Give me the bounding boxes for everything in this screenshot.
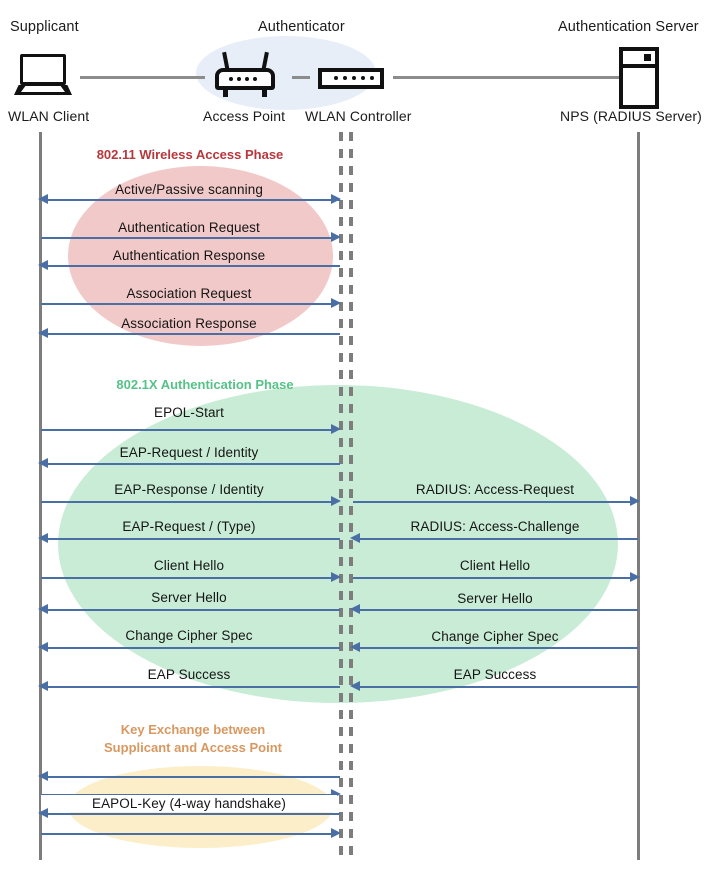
arrow-head-left-icon (38, 458, 48, 468)
arrow-head-right-icon (331, 496, 341, 506)
arrow-head-left-icon (38, 533, 48, 543)
message-line (41, 237, 335, 239)
message-label: EPOL-Start (153, 405, 225, 420)
arrow-head-left-icon (350, 681, 360, 691)
message-line (353, 577, 633, 579)
message-line (46, 776, 340, 778)
arrow-head-left-icon (38, 194, 48, 204)
arrow-head-right-icon (331, 572, 341, 582)
arrow-head-left-icon (38, 771, 48, 781)
actor-name-access-point: Access Point (203, 108, 286, 124)
message-line (46, 333, 340, 335)
arrow-head-right-icon (331, 298, 341, 308)
lifeline-wlan-controller (349, 132, 353, 860)
message-line (46, 647, 340, 649)
message-label: Server Hello (151, 590, 227, 605)
message-label: RADIUS: Access-Request (415, 482, 575, 497)
arrow-head-left-icon (38, 260, 48, 270)
arrow-head-right-icon (331, 424, 341, 434)
arrow-head-left-icon (350, 604, 360, 614)
arrow-head-left-icon (38, 808, 48, 818)
message-line (358, 686, 638, 688)
message-label: Client Hello (459, 558, 531, 573)
wire-ap-to-controller (292, 76, 310, 79)
message-label: EAP-Request / (Type) (122, 519, 256, 534)
message-label: Change Cipher Spec (431, 629, 559, 644)
phase-blob-8021x (58, 385, 618, 703)
wire-client-to-ap (80, 76, 205, 79)
actor-role-authentication-server: Authentication Server (558, 19, 699, 35)
lifeline-supplicant (39, 132, 42, 860)
message-label: Association Request (126, 286, 252, 301)
arrow-head-left-icon (38, 642, 48, 652)
message-line (358, 538, 638, 540)
arrow-head-right-icon (630, 572, 640, 582)
arrow-head-right-icon (331, 194, 341, 204)
laptop-icon (14, 54, 72, 96)
message-label: Authentication Request (118, 220, 260, 235)
message-line (358, 609, 638, 611)
arrow-head-right-icon (331, 232, 341, 242)
server-icon (619, 47, 659, 109)
message-line (41, 429, 335, 431)
arrow-head-right-icon (630, 496, 640, 506)
message-line (41, 833, 335, 835)
message-label: EAP-Request / Identity (119, 445, 259, 460)
message-label: EAP Success (453, 667, 537, 682)
wire-controller-to-server (393, 76, 620, 79)
actor-name-wlan-client: WLAN Client (8, 108, 90, 124)
arrow-head-left-icon (350, 642, 360, 652)
arrow-head-left-icon (38, 328, 48, 338)
phase-label-80211: 802.11 Wireless Access Phase (96, 147, 284, 162)
arrow-head-left-icon (38, 681, 48, 691)
message-label: Association Response (121, 316, 257, 331)
message-line (46, 813, 340, 815)
actor-role-supplicant: Supplicant (10, 19, 79, 35)
message-line (46, 463, 340, 465)
lifeline-access-point (339, 132, 343, 860)
message-label: Active/Passive scanning (115, 182, 263, 197)
message-line (358, 647, 638, 649)
phase-blob-80211 (68, 166, 333, 346)
message-label: RADIUS: Access-Challenge (410, 519, 580, 534)
message-label: Change Cipher Spec (125, 628, 253, 643)
message-line (41, 303, 335, 305)
wlan-controller-icon (318, 50, 384, 94)
phase-label-8021x: 802.1X Authentication Phase (116, 377, 294, 392)
message-line (46, 686, 340, 688)
wireless-access-point-icon (215, 50, 275, 98)
message-label: Server Hello (457, 591, 533, 606)
message-line (41, 577, 335, 579)
arrow-head-left-icon (38, 604, 48, 614)
message-label: EAPOL-Key (4-way handshake) (41, 795, 337, 812)
actor-name-wlan-controller: WLAN Controller (305, 108, 412, 124)
phase-label-key-exchange: Key Exchange between Supplicant and Acce… (104, 722, 282, 755)
actor-name-nps-radius-server: NPS (RADIUS Server) (560, 108, 702, 124)
arrow-head-right-icon (331, 789, 341, 799)
arrow-head-left-icon (350, 533, 360, 543)
message-line (353, 501, 633, 503)
message-label: Authentication Response (112, 248, 266, 263)
arrow-head-right-icon (331, 828, 341, 838)
actor-role-authenticator: Authenticator (258, 19, 345, 35)
message-line (46, 265, 340, 267)
message-line (46, 609, 340, 611)
message-label: Client Hello (153, 558, 225, 573)
message-line (46, 199, 340, 201)
message-label: EAP-Response / Identity (114, 482, 264, 497)
message-line (46, 538, 340, 540)
message-line (41, 501, 335, 503)
message-label: EAP Success (147, 667, 231, 682)
